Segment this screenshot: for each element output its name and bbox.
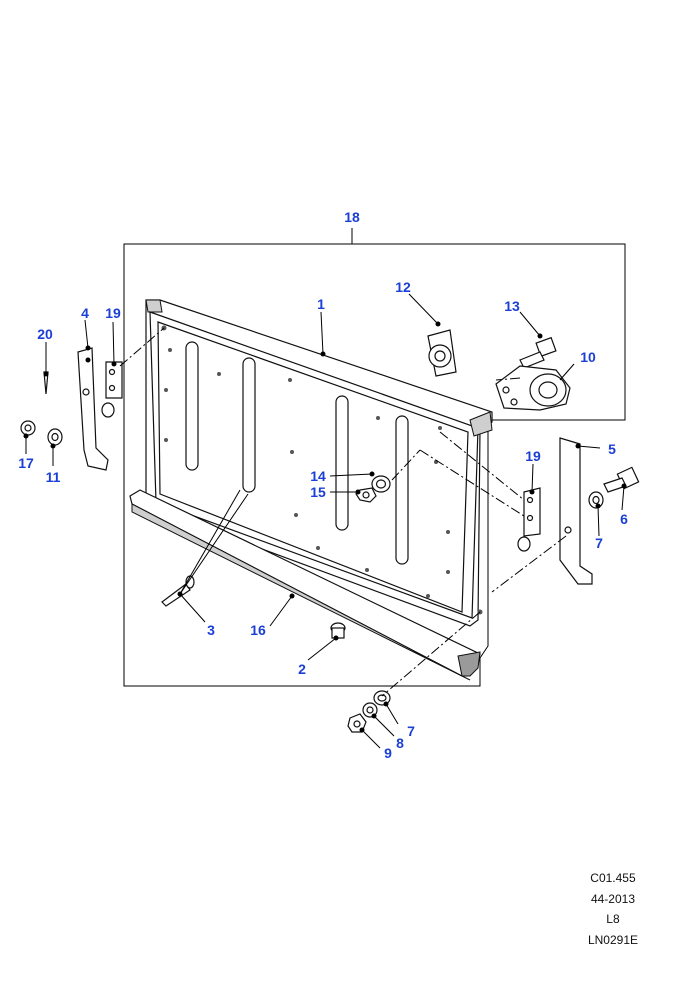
washer-8 xyxy=(362,702,378,718)
callout-9: 9 xyxy=(384,745,392,761)
callout-11: 11 xyxy=(46,469,61,485)
drawing-number: LN0291E xyxy=(587,932,638,947)
callout-19-right: 19 xyxy=(525,448,541,464)
callout-15: 15 xyxy=(310,484,326,500)
callout-2: 2 xyxy=(298,661,306,677)
callout-18: 18 xyxy=(344,209,360,225)
callout-7-right: 7 xyxy=(595,535,603,551)
drawing-level: L8 xyxy=(606,912,620,926)
nut-15 xyxy=(355,487,377,503)
hinge-bracket-19-left xyxy=(101,361,123,418)
callout-12: 12 xyxy=(395,279,411,295)
bolt-6 xyxy=(603,466,640,493)
callout-5: 5 xyxy=(608,441,616,457)
assembly-lines xyxy=(119,327,567,697)
washer-17 xyxy=(20,420,36,436)
callout-3: 3 xyxy=(207,622,215,638)
washer-14 xyxy=(371,475,391,493)
drawing-code: C01.455 xyxy=(590,871,636,885)
leader-dots xyxy=(23,321,627,733)
callout-19-left: 19 xyxy=(105,305,121,321)
callout-8: 8 xyxy=(396,735,404,751)
washer-11 xyxy=(47,428,63,446)
callout-13: 13 xyxy=(504,298,520,314)
assembly-bracket-outline xyxy=(123,228,626,687)
callout-1: 1 xyxy=(317,296,325,312)
callout-16: 16 xyxy=(250,622,266,638)
stud-2 xyxy=(330,622,346,639)
drawing-reference-block: C01.455 44-2013 L8 LN0291E xyxy=(588,868,638,950)
callout-14: 14 xyxy=(310,468,326,484)
hinge-bracket-19-right xyxy=(517,487,541,552)
tailgate-panel xyxy=(145,299,493,627)
leader-lines xyxy=(25,293,625,749)
seal-strip xyxy=(129,489,481,681)
callout-17: 17 xyxy=(18,455,34,471)
drawing-date-code: 44-2013 xyxy=(590,891,635,906)
towing-eye-10 xyxy=(495,365,571,411)
callout-4: 4 xyxy=(81,305,89,321)
callout-20: 20 xyxy=(37,326,53,342)
callout-10: 10 xyxy=(580,349,596,365)
callout-labels: 18 1 12 13 10 4 19 20 17 11 14 15 19 5 6… xyxy=(18,209,628,761)
callout-7-bottom: 7 xyxy=(407,723,415,739)
hinge-5 xyxy=(559,437,593,585)
bracket-12 xyxy=(427,329,457,377)
callout-6: 6 xyxy=(620,511,628,527)
bolt-13 xyxy=(519,336,557,369)
hinge-4 xyxy=(77,347,109,471)
